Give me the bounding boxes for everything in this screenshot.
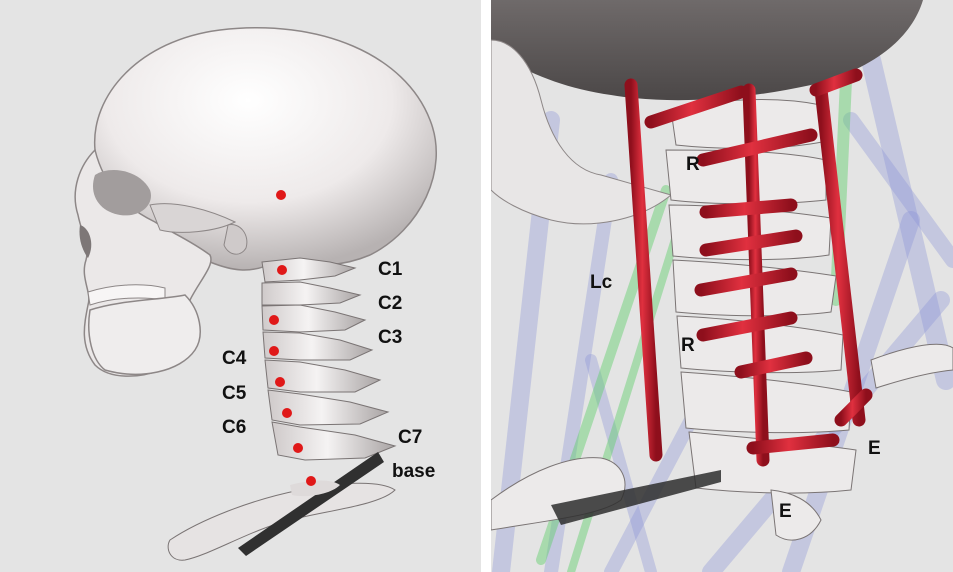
- c3-marker: [269, 346, 279, 356]
- label-c7: C7: [398, 428, 422, 447]
- label-lc: Lc: [590, 273, 612, 292]
- label-base: base: [392, 462, 435, 481]
- base-marker: [306, 476, 316, 486]
- left-panel-skull-view: C1 C2 C3 C4 C5 C6 C7 base: [0, 0, 481, 572]
- label-c3: C3: [378, 328, 402, 347]
- label-c5: C5: [222, 384, 246, 403]
- c4-marker: [275, 377, 285, 387]
- skull-underside: [491, 0, 923, 100]
- head-centre-marker: [276, 190, 286, 200]
- skull-spine-figure: [0, 0, 481, 572]
- label-c6: C6: [222, 418, 246, 437]
- label-r-upper: R: [686, 155, 700, 174]
- label-r-lower: R: [681, 336, 695, 355]
- cervical-vertebrae: [262, 258, 395, 460]
- label-c4: C4: [222, 349, 246, 368]
- label-e-right: E: [868, 439, 881, 458]
- c5-marker: [282, 408, 292, 418]
- c2-marker: [269, 315, 279, 325]
- label-e-bottom: E: [779, 502, 792, 521]
- label-c2: C2: [378, 294, 402, 313]
- c1-marker: [277, 265, 287, 275]
- right-panel-muscle-view: R Lc R E E: [491, 0, 953, 572]
- c6-marker: [293, 443, 303, 453]
- label-c1: C1: [378, 260, 402, 279]
- mandible: [89, 295, 200, 374]
- neck-muscle-figure: [491, 0, 953, 572]
